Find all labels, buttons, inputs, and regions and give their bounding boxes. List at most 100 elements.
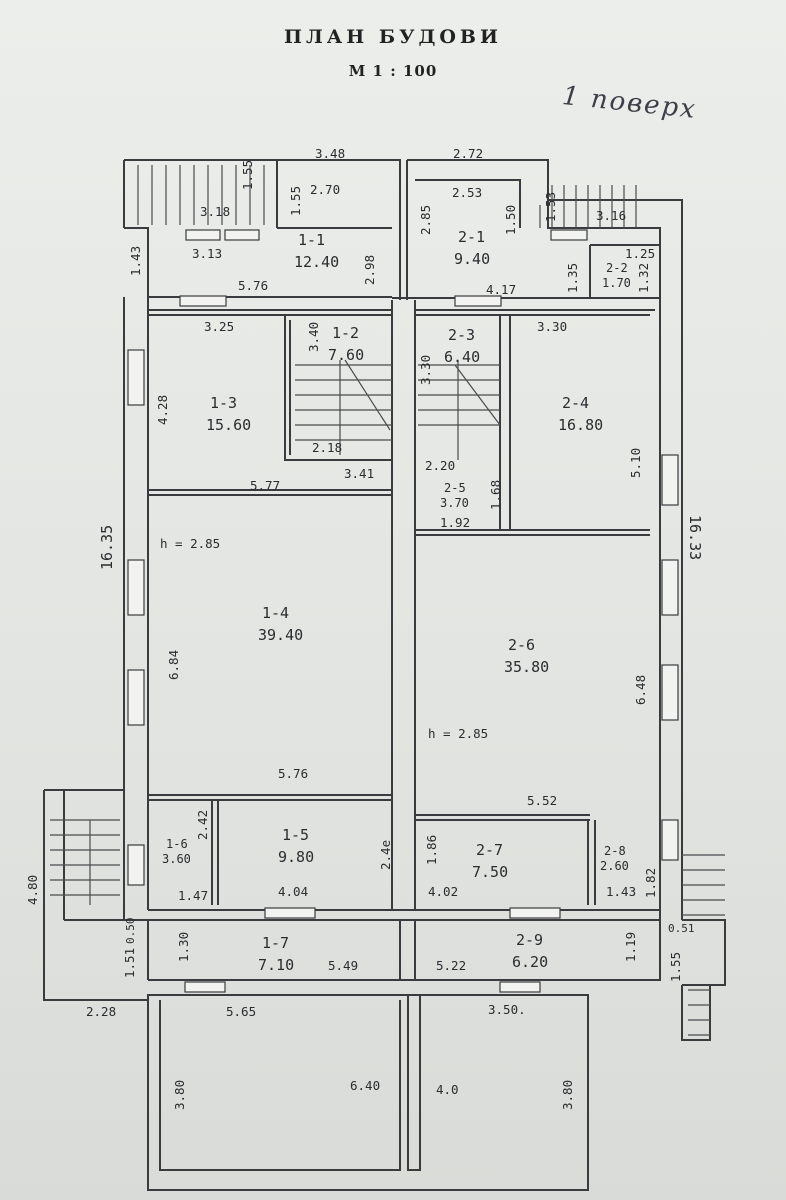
dim-3-16: 3.16 bbox=[596, 208, 626, 223]
room-id-1-1: 1-1 bbox=[298, 231, 325, 249]
dim-1-30: 1.30 bbox=[176, 932, 191, 962]
dim-0-51: 0.51 bbox=[668, 922, 695, 935]
plan-title: ПЛАН БУДОВИ bbox=[284, 26, 502, 48]
dim-2-20: 2.20 bbox=[425, 458, 455, 473]
room-area-1-6: 3.60 bbox=[162, 852, 191, 866]
room-id-2-6: 2-6 bbox=[508, 636, 535, 654]
room-area-1-3: 15.60 bbox=[206, 416, 251, 434]
dim-2-53: 2.53 bbox=[452, 185, 482, 200]
room-id-2-9: 2-9 bbox=[516, 931, 543, 949]
room-id-2-3: 2-3 bbox=[448, 326, 475, 344]
dim-3-80a: 3.80 bbox=[172, 1080, 187, 1110]
outer-walls bbox=[43, 159, 726, 1191]
plan-scale: М 1 : 100 bbox=[348, 62, 438, 80]
room-area-2-7: 7.50 bbox=[472, 863, 508, 881]
dim-1-43: 1.43 bbox=[128, 246, 143, 276]
dim-16-35: 16.35 bbox=[98, 525, 116, 570]
room-area-1-7: 7.10 bbox=[258, 956, 294, 974]
dim-4-17: 4.17 bbox=[486, 282, 516, 297]
dim-1-68: 1.68 bbox=[488, 480, 503, 510]
dim-3-50: 3.50. bbox=[488, 1002, 526, 1017]
dim-6-48: 6.48 bbox=[633, 675, 648, 705]
dim-1-25: 1.25 bbox=[625, 246, 655, 261]
room-labels: 1-1 12.40 1-2 7.60 1-3 15.60 1-4 39.40 1-5 9.80 1-… bbox=[162, 228, 631, 974]
room-id-1-7: 1-7 bbox=[262, 934, 289, 952]
dim-1-51: 1.51 bbox=[122, 948, 137, 978]
dim-2-4e: 2.4e bbox=[378, 840, 393, 870]
dim-2-42: 2.42 bbox=[195, 810, 210, 840]
dim-1-55a: 1.55 bbox=[240, 160, 255, 190]
dim-2-28: 2.28 bbox=[86, 1004, 116, 1019]
room-id-1-2: 1-2 bbox=[332, 324, 359, 342]
room-id-2-8: 2-8 bbox=[604, 844, 626, 858]
dim-1-43b: 1.43 bbox=[606, 884, 636, 899]
dim-1-82: 1.82 bbox=[643, 868, 658, 898]
room-area-2-9: 6.20 bbox=[512, 953, 548, 971]
dim-1-35: 1.35 bbox=[565, 263, 580, 293]
dim-3-41: 3.41 bbox=[344, 466, 374, 481]
dim-2-85: 2.85 bbox=[418, 205, 433, 235]
room-id-2-4: 2-4 bbox=[562, 394, 589, 412]
interior-walls bbox=[148, 160, 660, 980]
dim-5-10: 5.10 bbox=[628, 448, 643, 478]
dim-1-32: 1.32 bbox=[636, 263, 651, 293]
dim-1-19: 1.19 bbox=[623, 932, 638, 962]
dim-1-53: 1.53 bbox=[543, 192, 558, 222]
dim-4-80: 4.80 bbox=[25, 875, 40, 905]
windows bbox=[127, 229, 679, 993]
room-area-2-1: 9.40 bbox=[454, 250, 490, 268]
room-id-2-1: 2-1 bbox=[458, 228, 485, 246]
room-area-2-6: 35.80 bbox=[504, 658, 549, 676]
dim-4-04: 4.04 bbox=[278, 884, 308, 899]
dim-1-86: 1.86 bbox=[424, 835, 439, 865]
dim-4-02: 4.02 bbox=[428, 884, 458, 899]
room-area-2-3: 6.40 bbox=[444, 348, 480, 366]
dim-3-30a: 3.30 bbox=[537, 319, 567, 334]
dim-3-80b: 3.80 bbox=[560, 1080, 575, 1110]
dim-5-65: 5.65 bbox=[226, 1004, 256, 1019]
dim-2-98: 2.98 bbox=[362, 255, 377, 285]
dim-6-84: 6.84 bbox=[166, 650, 181, 680]
dim-5-22: 5.22 bbox=[436, 958, 466, 973]
height-left: h = 2.85 bbox=[160, 536, 220, 551]
dim-1-47: 1.47 bbox=[178, 888, 208, 903]
dim-16-33: 16.33 bbox=[686, 515, 704, 560]
dim-top-left: 3.48 bbox=[315, 146, 345, 161]
stairs bbox=[50, 165, 725, 1036]
room-area-2-4: 16.80 bbox=[558, 416, 603, 434]
dim-6-40: 6.40 bbox=[350, 1078, 380, 1093]
dim-0-50: 0.50 bbox=[124, 918, 137, 945]
dim-2-70: 2.70 bbox=[310, 182, 340, 197]
room-area-1-2: 7.60 bbox=[328, 346, 364, 364]
room-area-2-8: 2.60 bbox=[600, 859, 629, 873]
dimension-labels: 3.48 2.72 2.70 1.55 1.55 3.18 3.13 1.43 … bbox=[25, 146, 704, 1110]
dim-3-30b: 3.30 bbox=[418, 355, 433, 385]
room-area-1-1: 12.40 bbox=[294, 253, 339, 271]
room-id-1-4: 1-4 bbox=[262, 604, 289, 622]
room-area-2-5: 3.70 bbox=[440, 496, 469, 510]
dim-3-18: 3.18 bbox=[200, 204, 230, 219]
dim-3-13: 3.13 bbox=[192, 246, 222, 261]
height-right: h = 2.85 bbox=[428, 726, 488, 741]
dim-1-92: 1.92 bbox=[440, 515, 470, 530]
dim-3-25: 3.25 bbox=[204, 319, 234, 334]
dim-1-55c: 1.55 bbox=[668, 952, 683, 982]
dim-2-18: 2.18 bbox=[312, 440, 342, 455]
dim-3-40: 3.40 bbox=[306, 322, 321, 352]
dim-1-50: 1.50 bbox=[503, 205, 518, 235]
dim-5-77: 5.77 bbox=[250, 478, 280, 493]
room-id-2-2: 2-2 bbox=[606, 261, 628, 275]
room-area-2-2: 1.70 bbox=[602, 276, 631, 290]
room-id-1-5: 1-5 bbox=[282, 826, 309, 844]
dim-5-76-top: 5.76 bbox=[238, 278, 268, 293]
room-id-1-6: 1-6 bbox=[166, 837, 188, 851]
dim-5-49: 5.49 bbox=[328, 958, 358, 973]
room-id-2-7: 2-7 bbox=[476, 841, 503, 859]
room-area-1-5: 9.80 bbox=[278, 848, 314, 866]
room-area-1-4: 39.40 bbox=[258, 626, 303, 644]
room-id-2-5: 2-5 bbox=[444, 481, 466, 495]
dim-1-55b: 1.55 bbox=[288, 186, 303, 216]
room-id-1-3: 1-3 bbox=[210, 394, 237, 412]
dim-5-76-mid: 5.76 bbox=[278, 766, 308, 781]
